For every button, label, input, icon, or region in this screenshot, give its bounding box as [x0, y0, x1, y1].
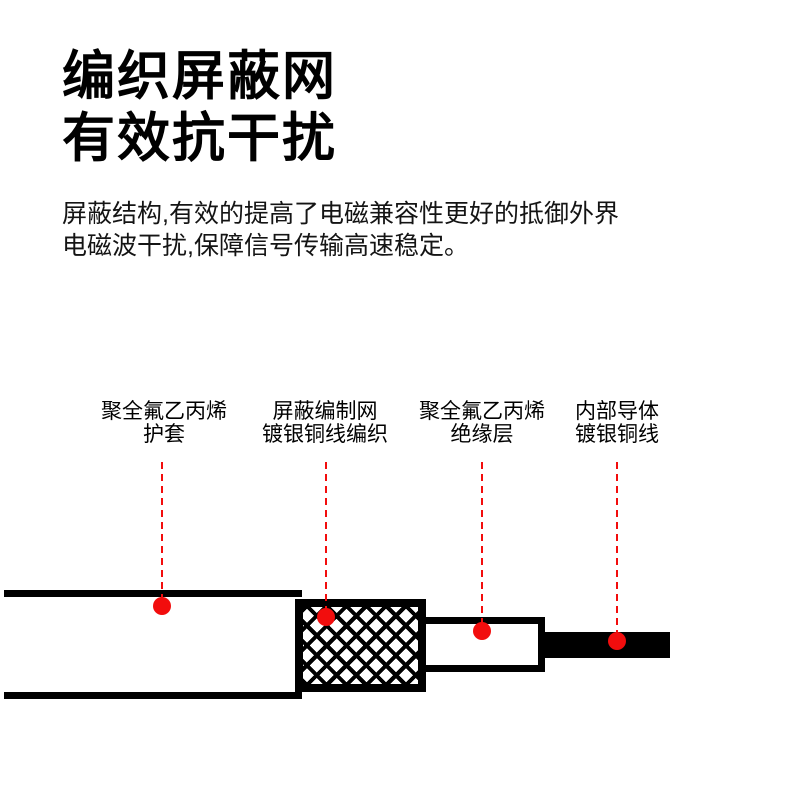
description-text: 屏蔽结构,有效的提高了电磁兼容性更好的抵御外界 电磁波干扰,保障信号传输高速稳定…: [62, 198, 619, 262]
callout-label-braid-line1: 屏蔽编制网: [272, 400, 378, 423]
cable-conductor: [545, 632, 670, 658]
callout-label-insulation: 聚全氟乙丙烯 绝缘层: [392, 400, 572, 446]
callout-line-insulation: [481, 462, 483, 631]
page-title: 编织屏蔽网 有效抗干扰: [62, 46, 337, 170]
callout-dot-insulation: [473, 622, 491, 640]
callout-label-jacket-line2: 护套: [143, 423, 185, 446]
description-line-2: 电磁波干扰,保障信号传输高速稳定。: [62, 232, 469, 260]
callout-label-jacket-line1: 聚全氟乙丙烯: [101, 400, 227, 423]
callout-line-jacket: [161, 462, 163, 606]
callout-label-conductor: 内部导体 镀银铜线: [527, 400, 707, 446]
title-line-2: 有效抗干扰: [62, 109, 337, 168]
callout-label-insulation-line1: 聚全氟乙丙烯: [419, 400, 545, 423]
callout-label-conductor-line1: 内部导体: [575, 400, 659, 423]
callout-label-insulation-line2: 绝缘层: [450, 423, 514, 446]
callout-label-jacket: 聚全氟乙丙烯 护套: [74, 400, 254, 446]
callout-dot-conductor: [608, 632, 626, 650]
callout-label-braid-line2: 镀银铜线编织: [262, 423, 388, 446]
title-line-1: 编织屏蔽网: [62, 47, 337, 106]
callout-dot-jacket: [153, 597, 171, 615]
callout-label-braid: 屏蔽编制网 镀银铜线编织: [235, 400, 415, 446]
callout-line-conductor: [616, 462, 618, 641]
callout-label-conductor-line2: 镀银铜线: [575, 423, 659, 446]
callout-dot-braid: [317, 608, 335, 626]
description-line-1: 屏蔽结构,有效的提高了电磁兼容性更好的抵御外界: [62, 200, 619, 228]
callout-line-braid: [325, 462, 327, 617]
cable-braid-shield: [295, 599, 426, 692]
